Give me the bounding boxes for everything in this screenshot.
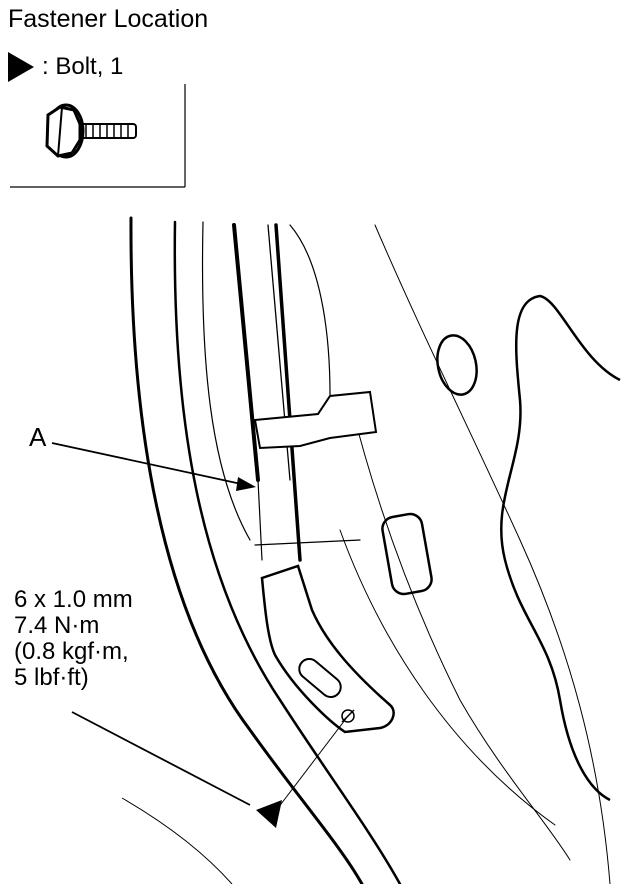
panel-edge-curve xyxy=(500,294,621,802)
bracket-a xyxy=(260,564,395,734)
rectangular-slot xyxy=(381,512,433,596)
spec-torque-lbf: 5 lbf·ft) xyxy=(14,664,89,691)
body-panel-lines xyxy=(129,216,611,884)
leader-a xyxy=(51,442,256,491)
bracket-slot xyxy=(298,658,342,698)
bolt-icon xyxy=(45,103,137,159)
page-title: Fastener Location xyxy=(8,5,209,33)
spec-size: 6 x 1.0 mm xyxy=(14,586,133,613)
spec-torque-nm: 7.4 N·m xyxy=(14,612,100,639)
bolt-reference-box xyxy=(10,84,186,188)
legend-label: : Bolt, 1 xyxy=(42,53,124,80)
lower-curve xyxy=(121,797,233,884)
torque-spec: 6 x 1.0 mm 7.4 N·m (0.8 kgf·m, 5 lbf·ft) xyxy=(14,587,133,691)
callout-label-a: A xyxy=(29,422,47,452)
triangle-marker-icon xyxy=(8,52,34,82)
bolt-location-marker xyxy=(71,711,349,828)
oval-hole xyxy=(436,334,478,396)
bolt-legend: : Bolt, 1 xyxy=(8,52,123,82)
spec-torque-kgf: (0.8 kgf·m, xyxy=(14,638,129,665)
clip-tab xyxy=(253,390,378,450)
